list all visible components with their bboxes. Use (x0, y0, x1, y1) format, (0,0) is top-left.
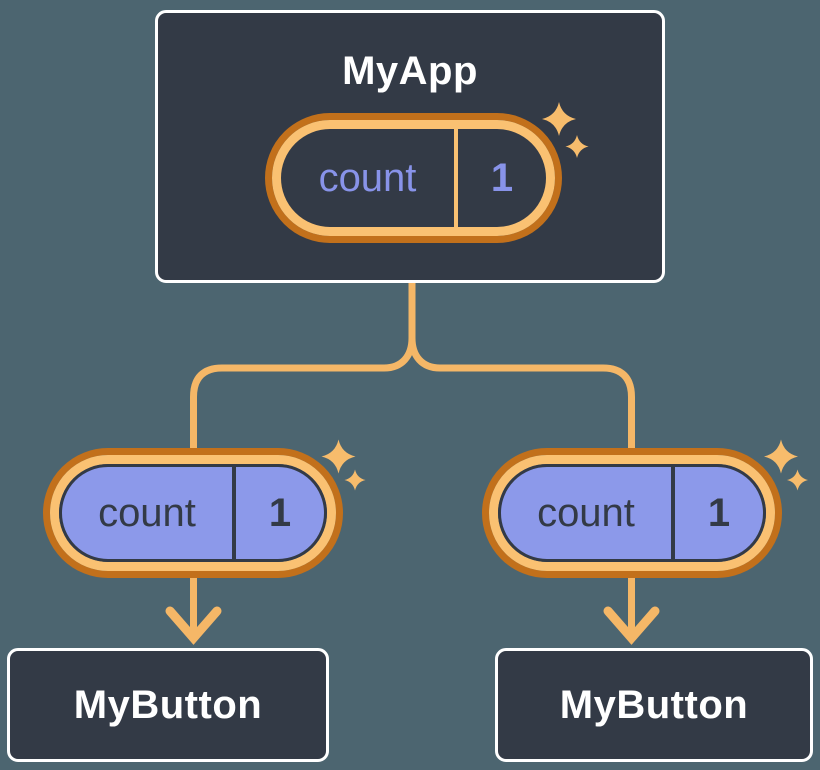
prop-name-label: count (537, 490, 635, 535)
prop-pill-body: count 1 (498, 464, 766, 562)
mybutton-node-title: MyButton (559, 682, 749, 727)
mybutton-node-right: MyButton (495, 648, 813, 762)
sparkle-icon (344, 469, 366, 491)
prop-pill-left: count 1 (43, 448, 343, 578)
prop-value-label: 1 (268, 490, 292, 535)
sparkle-icon (764, 439, 798, 474)
mybutton-node-left: MyButton (7, 648, 329, 762)
prop-pill-ring: count 1 (489, 455, 775, 571)
state-value-label: 1 (490, 155, 514, 200)
myapp-node-title: MyApp (342, 49, 478, 93)
pill-divider (671, 467, 675, 559)
prop-pill-ring: count 1 (50, 455, 336, 571)
prop-pill-body: count 1 (59, 464, 327, 562)
state-pill-ring: count 1 (272, 120, 555, 236)
prop-pill-right: count 1 (482, 448, 782, 578)
mybutton-node-title: MyButton (73, 682, 263, 727)
pill-divider (454, 129, 458, 227)
state-pill-root: count 1 (265, 113, 562, 243)
arrow-down-icon (603, 606, 660, 645)
prop-value-label: 1 (707, 490, 731, 535)
state-pill-body: count 1 (281, 129, 546, 227)
state-name-label: count (318, 155, 417, 200)
prop-name-label: count (98, 490, 196, 535)
sparkle-icon (786, 469, 809, 491)
sparkle-icon (321, 439, 356, 474)
arrow-down-icon (165, 606, 222, 645)
